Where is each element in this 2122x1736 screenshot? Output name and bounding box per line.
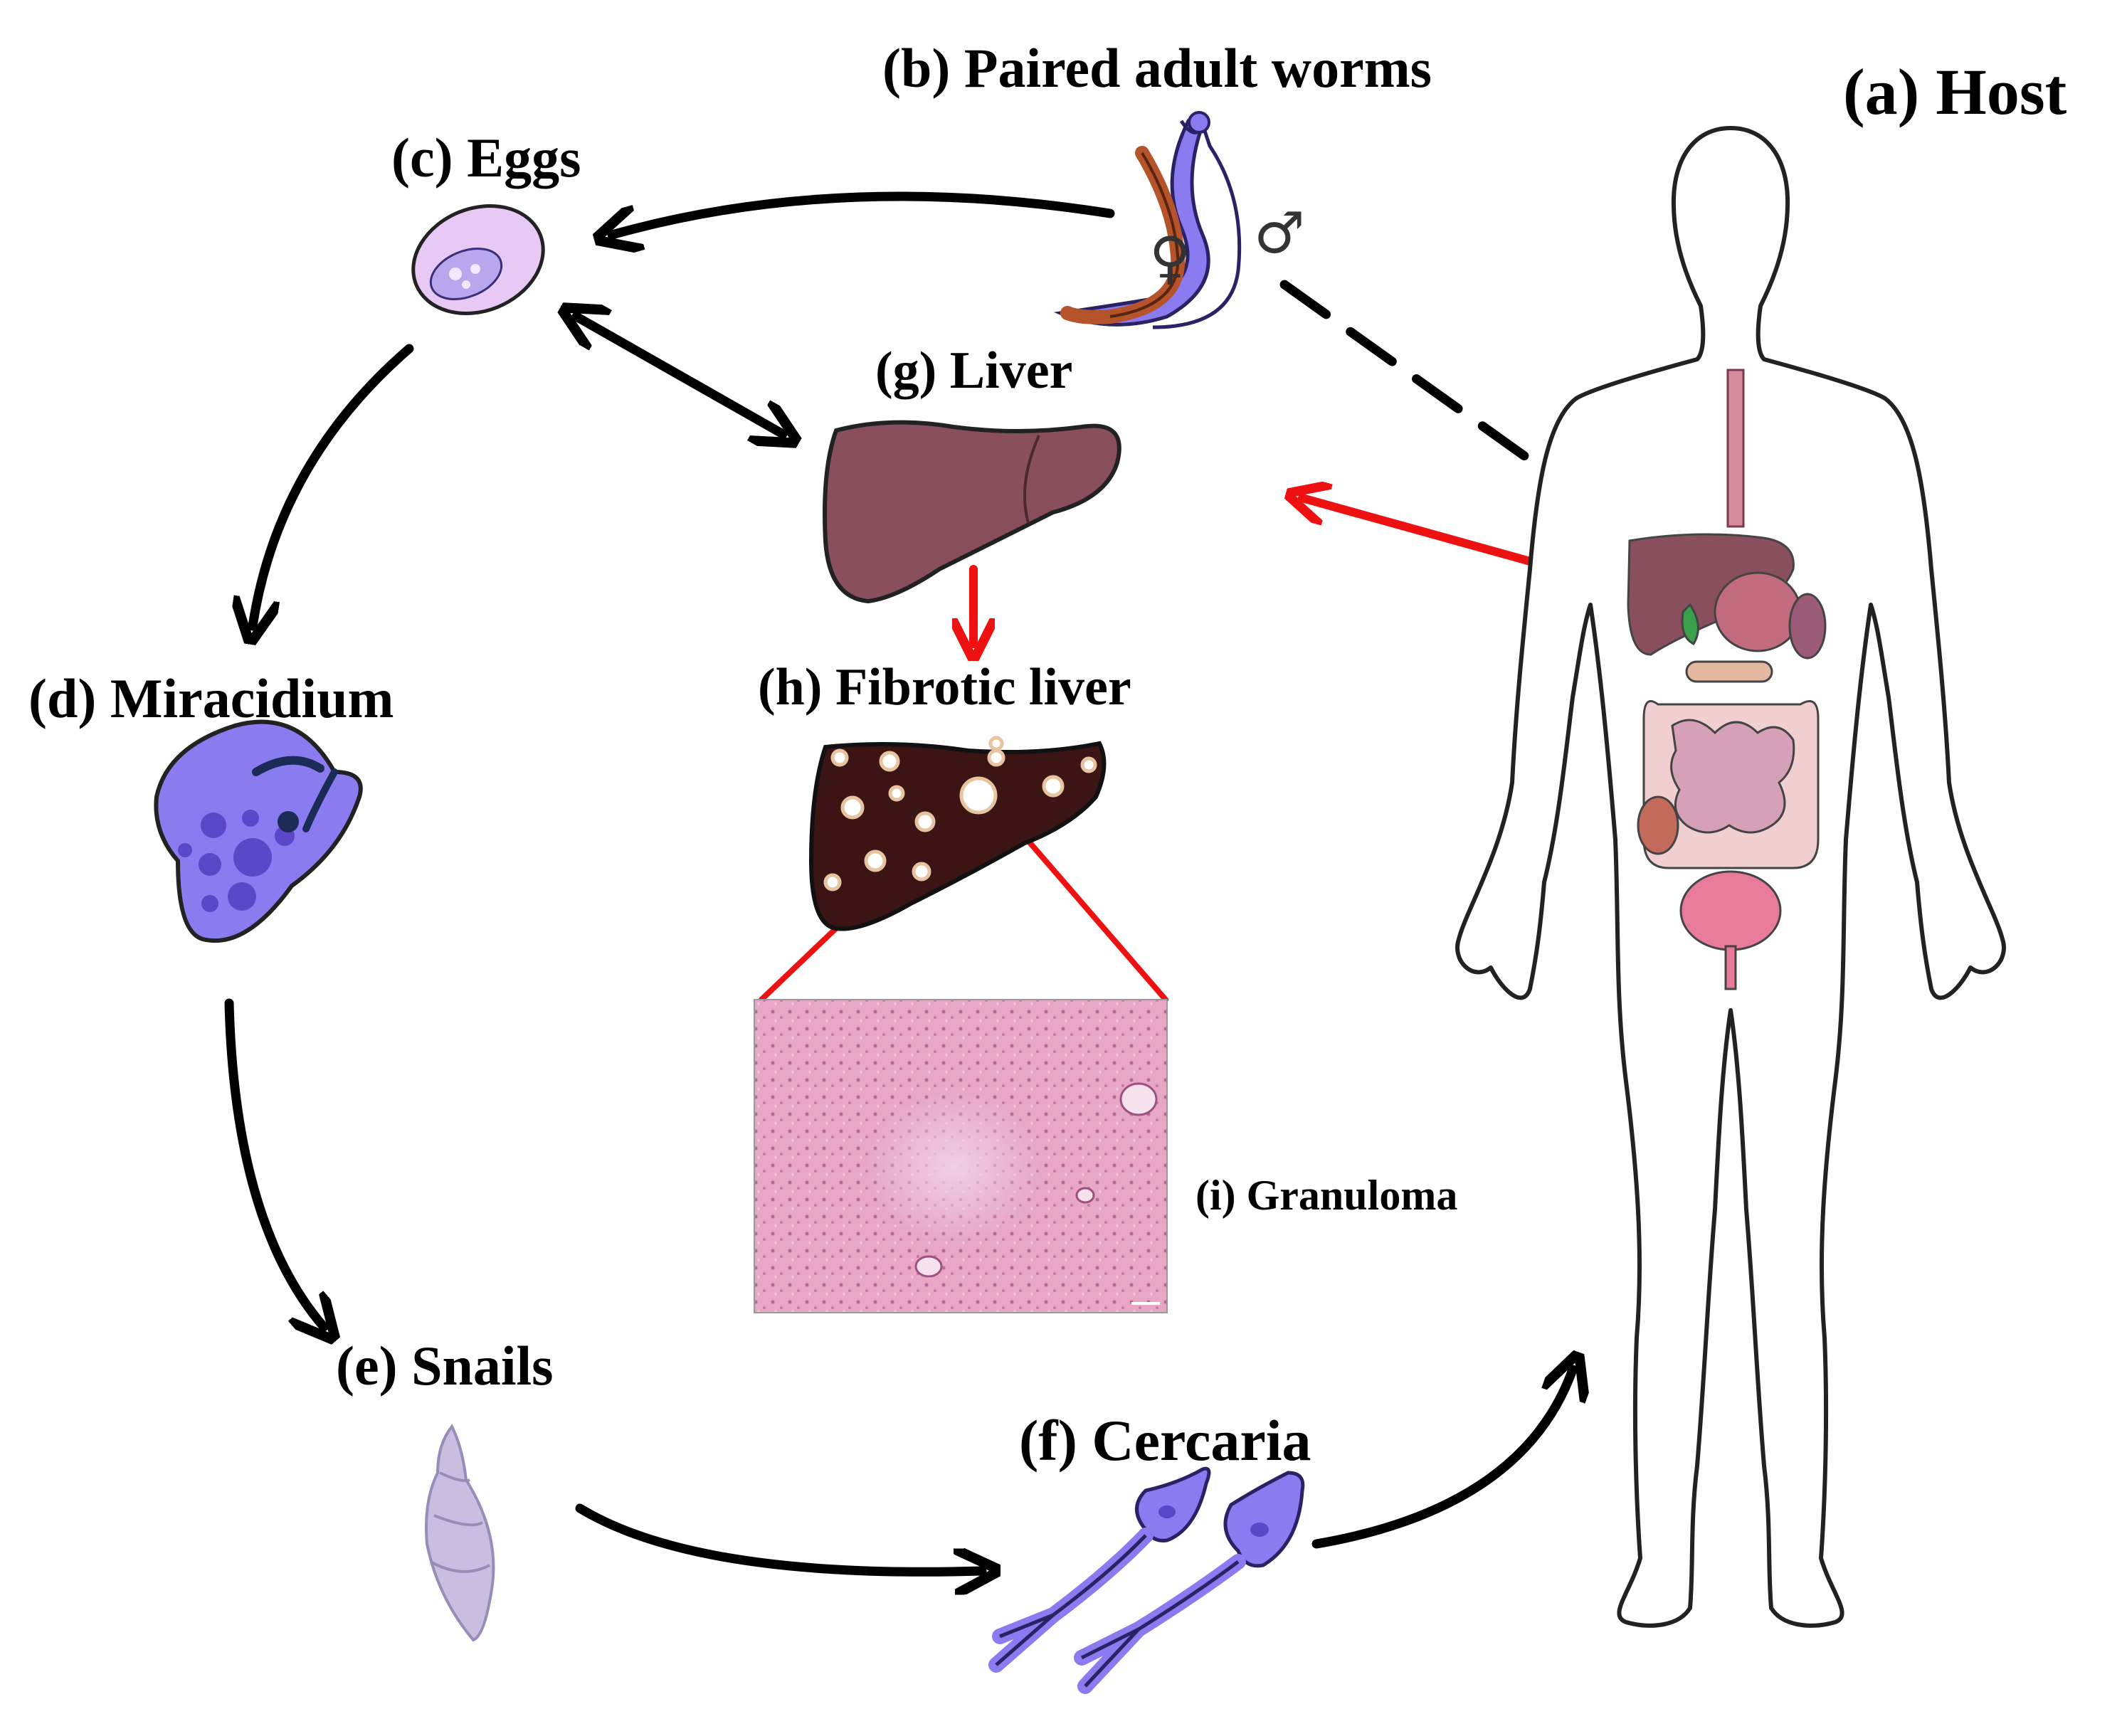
cercaria-1-tail-outline <box>995 1534 1147 1666</box>
life-cycle-arrows <box>224 191 1583 1572</box>
miracidium-body <box>154 719 363 943</box>
cercaria-2-head <box>1223 1471 1305 1568</box>
miracidium-cell-2 <box>201 813 226 838</box>
worm-head <box>1188 111 1210 134</box>
nodule <box>959 776 998 815</box>
host-bladder <box>1679 870 1782 951</box>
nodule <box>823 873 842 891</box>
host-illustration <box>1455 126 2006 1628</box>
zoom-line-right <box>1017 828 1168 1002</box>
egg-embryo <box>429 248 503 300</box>
arrow-cercaria-to-host <box>1311 1370 1573 1549</box>
liver-lobe-line <box>1023 435 1040 524</box>
host-urethra <box>1724 945 1737 990</box>
nodule <box>864 850 887 872</box>
snail-shell-whorl-3 <box>430 1560 490 1573</box>
arrow-worms-to-host <box>1279 280 1583 498</box>
miracidium-cell-6 <box>242 810 259 827</box>
miracidium-eyespot <box>278 811 299 832</box>
nodule <box>888 785 905 802</box>
cercaria-illustration <box>988 1466 1305 1694</box>
label-cercaria: (f) Cercaria <box>1019 1408 1311 1473</box>
miracidium-cell-4 <box>228 882 256 911</box>
cercaria-2-nucleus <box>1250 1523 1269 1537</box>
miracidium-cell-1 <box>233 838 272 877</box>
granuloma-histology-image <box>754 999 1168 1313</box>
label-fibrotic-liver: (h) Fibrotic liver <box>758 658 1131 716</box>
arrow-snails-to-cercaria <box>575 1503 982 1572</box>
egg-illustration <box>411 204 545 315</box>
host-organs <box>1627 533 1827 990</box>
female-worm-outline <box>1109 152 1180 318</box>
vessel-2 <box>914 1255 943 1278</box>
egg-cell-1 <box>449 268 462 280</box>
miracidium-illustration <box>154 719 363 943</box>
nodule <box>840 795 865 820</box>
nodule <box>1042 775 1065 798</box>
host-appendix <box>1637 795 1679 855</box>
scale-bar <box>1131 1302 1160 1305</box>
miracidium-cell-3 <box>199 853 221 876</box>
arrow-worms-to-eggs <box>612 191 1115 235</box>
snail-shell <box>425 1424 495 1642</box>
miracidium-duct <box>302 768 338 832</box>
fibrotic-nodules <box>823 736 1097 891</box>
nodule <box>879 751 900 772</box>
nodule <box>914 811 936 832</box>
egg-cell-3 <box>462 280 470 289</box>
vessel-1 <box>1119 1082 1158 1116</box>
miracidium-gland <box>252 756 324 776</box>
fibrotic-liver-shape <box>808 741 1107 931</box>
fibrotic-liver-illustration <box>808 736 1107 931</box>
nodule <box>987 748 1005 767</box>
cercaria-2-tail-outline <box>1080 1560 1240 1688</box>
male-symbol-icon: ♂ <box>1254 200 1305 266</box>
snail-illustration <box>425 1424 495 1642</box>
cercaria-1 <box>988 1466 1211 1673</box>
host-stomach <box>1714 571 1802 652</box>
liver-illustration <box>823 420 1121 604</box>
label-granuloma: (i) Granuloma <box>1195 1172 1457 1219</box>
label-liver: (g) Liver <box>875 342 1072 400</box>
nodule <box>1080 756 1097 773</box>
host-spleen <box>1788 593 1827 660</box>
esophagus <box>1726 369 1745 528</box>
label-miracidium: (d) Miracidium <box>28 667 394 729</box>
host-small-intestine <box>1670 719 1795 834</box>
label-host: (a) Host <box>1843 55 2067 128</box>
cercaria-1-head <box>1135 1466 1211 1542</box>
female-symbol-icon: ♀ <box>1149 225 1191 291</box>
snail-shell-whorl-2 <box>433 1514 483 1527</box>
cercaria-1-nucleus <box>1158 1505 1176 1518</box>
miracidium-cell-8 <box>178 843 192 857</box>
arrow-miracidium-to-snails <box>224 998 324 1327</box>
egg-cell-2 <box>470 264 480 274</box>
vessel-3 <box>1075 1187 1095 1204</box>
nodule <box>988 736 1004 751</box>
host-pancreas <box>1685 660 1773 683</box>
granuloma-core <box>865 1089 1042 1245</box>
miracidium-cell-7 <box>201 895 218 912</box>
arrow-eggs-liver <box>576 317 783 434</box>
label-eggs: (c) Eggs <box>391 127 581 189</box>
nodule <box>912 862 931 882</box>
paired-worms-illustration: ♀ ♂ <box>1053 111 1305 329</box>
nodule <box>830 748 849 767</box>
cercaria-2 <box>1074 1471 1305 1694</box>
male-worm <box>1053 119 1210 327</box>
liver-shape <box>823 420 1121 604</box>
snail-shell-whorl-1 <box>439 1471 470 1483</box>
host-gallbladder <box>1681 603 1699 645</box>
label-snails: (e) Snails <box>336 1335 554 1397</box>
arrow-eggs-to-miracidium <box>253 344 414 626</box>
label-paired-adult-worms: (b) Paired adult worms <box>882 37 1432 99</box>
